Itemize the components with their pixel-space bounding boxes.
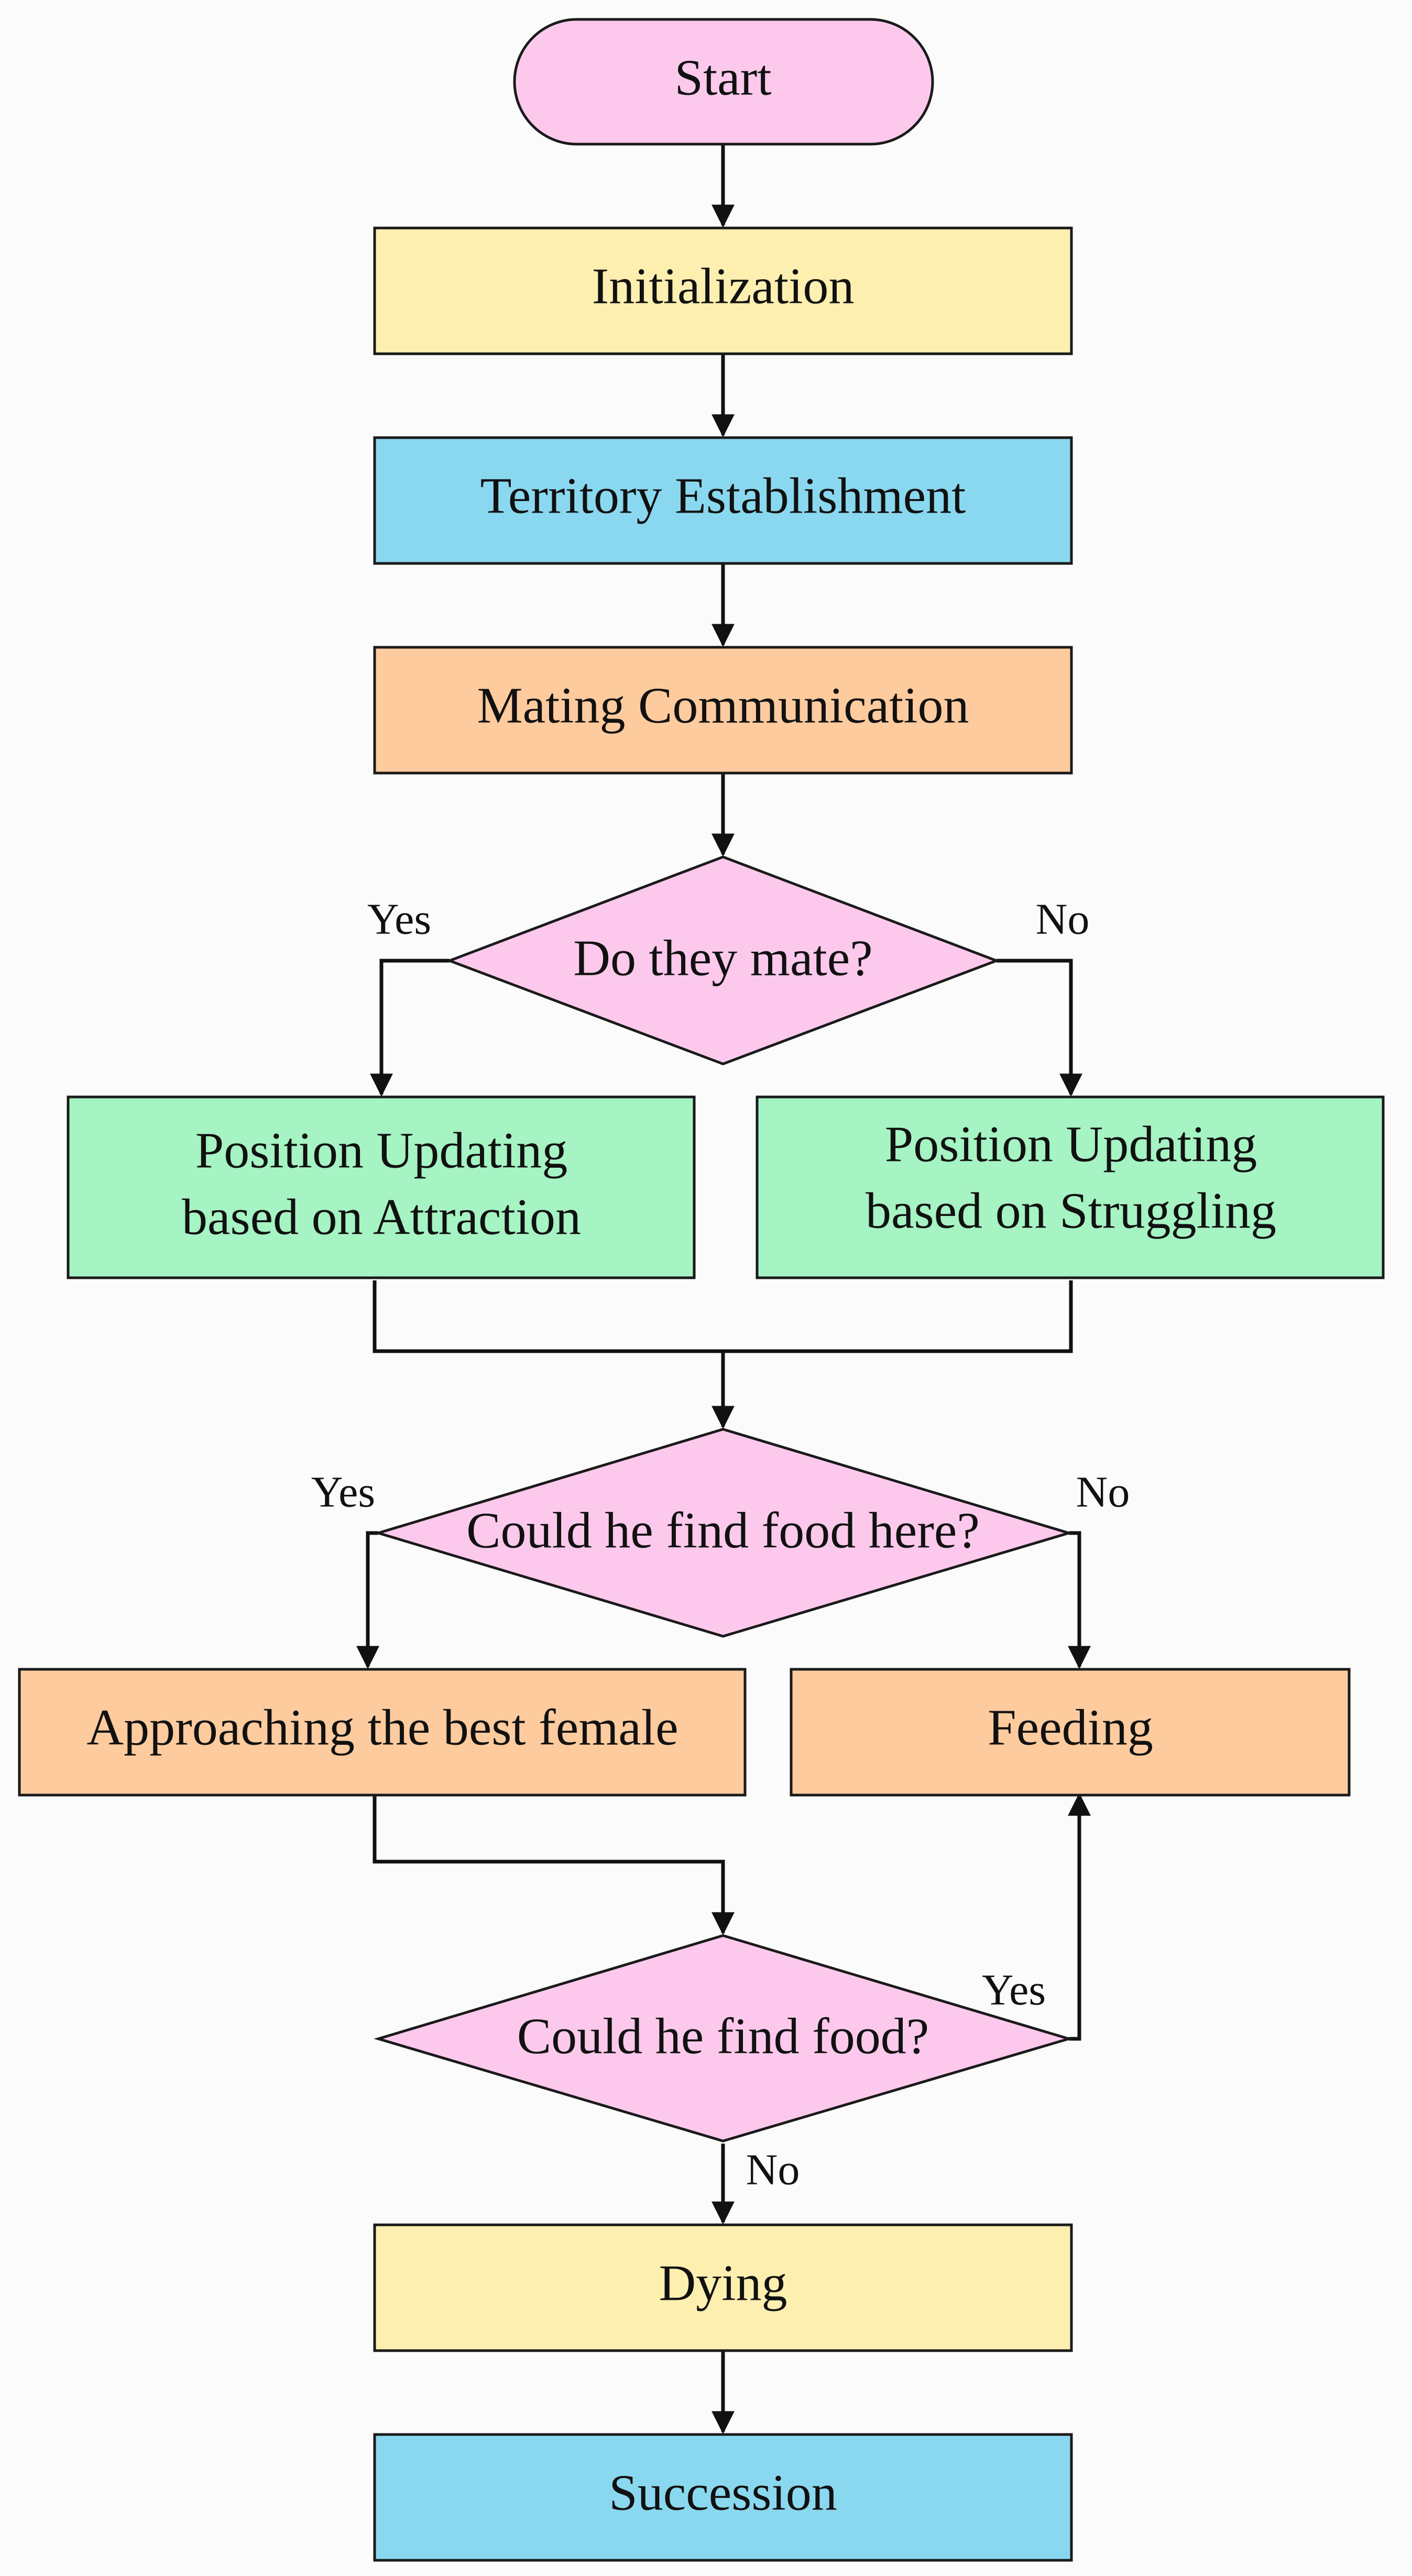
node-find-food: Could he find food?: [374, 1934, 1074, 2143]
initialization-label: Initialization: [592, 258, 855, 314]
attraction-label-line1: Position Updating: [195, 1122, 568, 1179]
node-start: Start: [513, 18, 934, 146]
food-here-label: Could he find food here?: [466, 1502, 980, 1559]
edge-food-here-yes: [356, 1531, 379, 1669]
food-here-diamond: [374, 1428, 1074, 1638]
node-territory: Territory Establishment: [373, 436, 1073, 565]
edge-find-food-yes: [1068, 1792, 1091, 2041]
dying-label: Dying: [659, 2255, 787, 2311]
edge-food-here-no: [1068, 1531, 1091, 1669]
feeding-label: Feeding: [988, 1699, 1153, 1756]
edge-labels: Yes No Yes No Yes No: [311, 895, 1130, 2194]
node-food-here: Could he find food here?: [374, 1428, 1074, 1638]
find-food-yes-label: Yes: [982, 1965, 1046, 2014]
struggling-label-line1: Position Updating: [885, 1116, 1257, 1172]
find-food-no-label: No: [746, 2145, 800, 2194]
approaching-box: [18, 1668, 747, 1797]
node-approaching: Approaching the best female: [18, 1668, 747, 1797]
edge-mate-yes: [370, 959, 450, 1097]
food-here-yes-label: Yes: [311, 1468, 375, 1516]
node-feeding: Feeding: [790, 1668, 1351, 1797]
edge-attraction-merge: [373, 1280, 1073, 1353]
territory-box: [373, 436, 1073, 565]
mating-box: [373, 646, 1073, 775]
edge-approaching-to-find-food: [373, 1795, 735, 1936]
start-terminal: [513, 18, 934, 146]
node-mating: Mating Communication: [373, 646, 1073, 775]
node-do-they-mate: Do they mate?: [445, 855, 1001, 1066]
mate-decision-label: Do they mate?: [573, 930, 872, 986]
start-label: Start: [674, 49, 771, 106]
node-initialization: Initialization: [373, 226, 1073, 355]
food-here-no-label: No: [1076, 1468, 1130, 1516]
struggling-box: [756, 1095, 1385, 1279]
dying-box: [373, 2223, 1073, 2352]
mating-label: Mating Communication: [477, 677, 969, 734]
mate-decision-diamond: [445, 855, 1001, 1066]
attraction-label-line2: based on Attraction: [182, 1189, 581, 1245]
mate-no-label: No: [1036, 895, 1090, 943]
struggling-label-line2: based on Struggling: [866, 1182, 1276, 1239]
succession-box: [373, 2433, 1073, 2562]
edge-mate-no: [997, 959, 1082, 1097]
approaching-label: Approaching the best female: [86, 1699, 678, 1756]
node-succession: Succession: [373, 2433, 1073, 2562]
feeding-box: [790, 1668, 1351, 1797]
node-dying: Dying: [373, 2223, 1073, 2352]
node-struggling: Position Updating based on Struggling: [756, 1095, 1385, 1279]
node-attraction: Position Updating based on Attraction: [67, 1095, 696, 1279]
find-food-label: Could he find food?: [517, 2008, 929, 2064]
attraction-box: [67, 1095, 696, 1279]
find-food-diamond: [374, 1934, 1074, 2143]
territory-label: Territory Establishment: [480, 468, 966, 524]
succession-label: Succession: [609, 2464, 837, 2521]
initialization-box: [373, 226, 1073, 355]
mate-yes-label: Yes: [367, 895, 431, 943]
